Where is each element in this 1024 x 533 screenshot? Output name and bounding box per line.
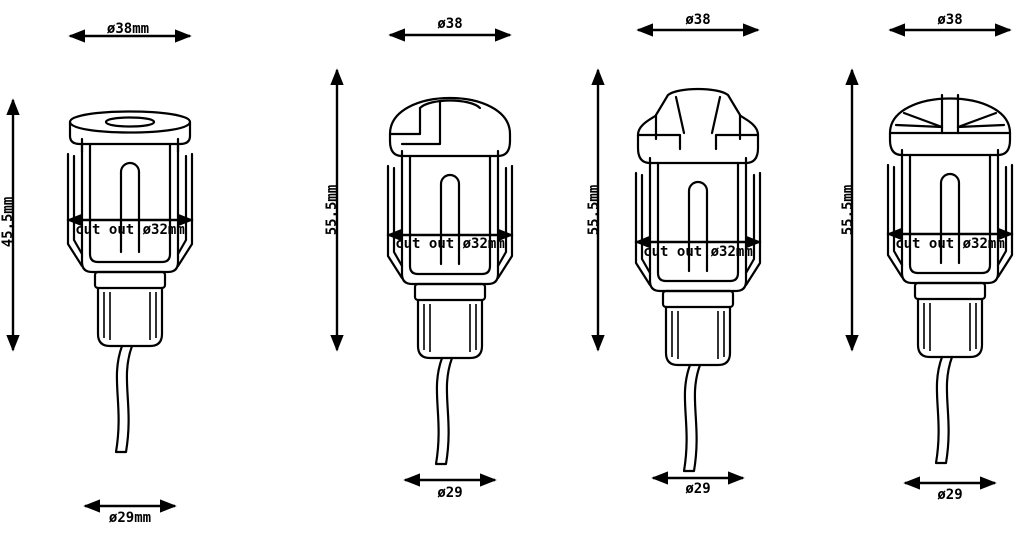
fixture-body-1 [66, 137, 194, 454]
top-diameter-label-3: ø38 [685, 12, 710, 28]
cutout-label-3: cut out ø32mm [643, 244, 753, 260]
fixture-cap-4 [888, 93, 1012, 157]
top-diameter-label-2: ø38 [437, 16, 462, 32]
cutout-label-4: cut out ø32mm [895, 236, 1005, 252]
cutout-label-2: cut out ø32mm [395, 236, 505, 252]
height-label-2: 55.5mm [324, 185, 340, 236]
fixture-body-4 [886, 148, 1014, 465]
fixture-cap-1 [68, 110, 192, 154]
cutout-label-1: cut out ø32mm [75, 222, 185, 238]
bottom-diameter-label-3: ø29 [685, 481, 710, 497]
top-diameter-label-4: ø38 [937, 12, 962, 28]
bottom-diameter-label-1: ø29mm [109, 510, 151, 526]
height-label-4: 55.5mm [840, 185, 856, 236]
fixture-body-2 [386, 149, 514, 466]
fixture-body-3 [634, 156, 762, 473]
bottom-diameter-label-2: ø29 [437, 485, 462, 501]
fixture-cap-2 [388, 97, 512, 158]
top-diameter-label-1: ø38mm [107, 21, 149, 37]
height-label-1: 45.5mm [0, 197, 16, 248]
fixture-cap-3 [636, 87, 760, 165]
bottom-diameter-label-4: ø29 [937, 487, 962, 503]
height-label-3: 55.5mm [586, 185, 602, 236]
